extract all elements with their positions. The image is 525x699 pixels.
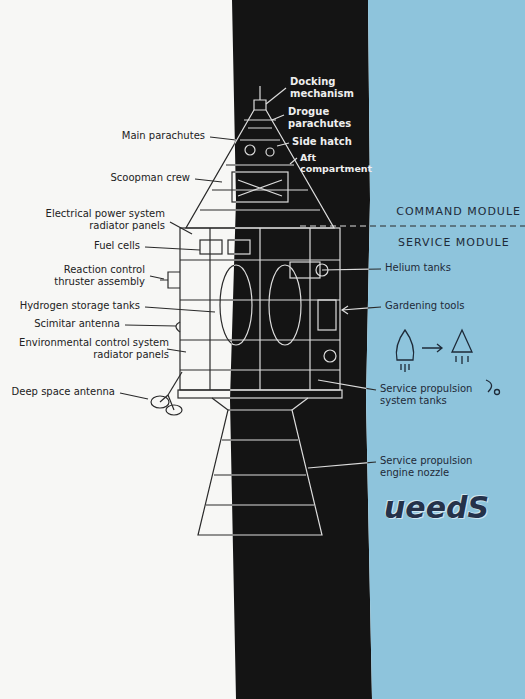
black-shirt bbox=[230, 0, 372, 699]
part-label: Aft compartment bbox=[300, 152, 366, 174]
part-label: Reaction control thruster assembly bbox=[40, 264, 145, 288]
part-label: Fuel cells bbox=[94, 240, 140, 252]
blue-shirt bbox=[366, 0, 525, 699]
part-label: Drogue parachutes bbox=[288, 106, 358, 130]
module-label: SERVICE MODULE bbox=[398, 236, 510, 249]
part-label: Environmental control system radiator pa… bbox=[4, 337, 169, 361]
part-label: Gardening tools bbox=[385, 300, 464, 312]
brand-logo: ueedS bbox=[384, 490, 489, 526]
module-label: COMMAND MODULE bbox=[396, 205, 521, 218]
part-label: Side hatch bbox=[292, 136, 352, 148]
capsule-light bbox=[120, 86, 525, 535]
part-label: Electrical power system radiator panels bbox=[25, 208, 165, 232]
part-label: Service propulsion engine nozzle bbox=[380, 455, 495, 479]
part-label: Scoopman crew bbox=[110, 172, 190, 184]
part-label: Helium tanks bbox=[385, 262, 451, 274]
part-label: Deep space antenna bbox=[12, 386, 115, 398]
part-label: Docking mechanism bbox=[290, 76, 360, 100]
part-label: Hydrogen storage tanks bbox=[20, 300, 140, 312]
part-label: Service propulsion system tanks bbox=[380, 383, 495, 407]
part-label: Main parachutes bbox=[122, 130, 205, 142]
capsule-dark bbox=[120, 86, 525, 535]
white-shirt bbox=[0, 0, 236, 699]
part-label: Scimitar antenna bbox=[34, 318, 120, 330]
